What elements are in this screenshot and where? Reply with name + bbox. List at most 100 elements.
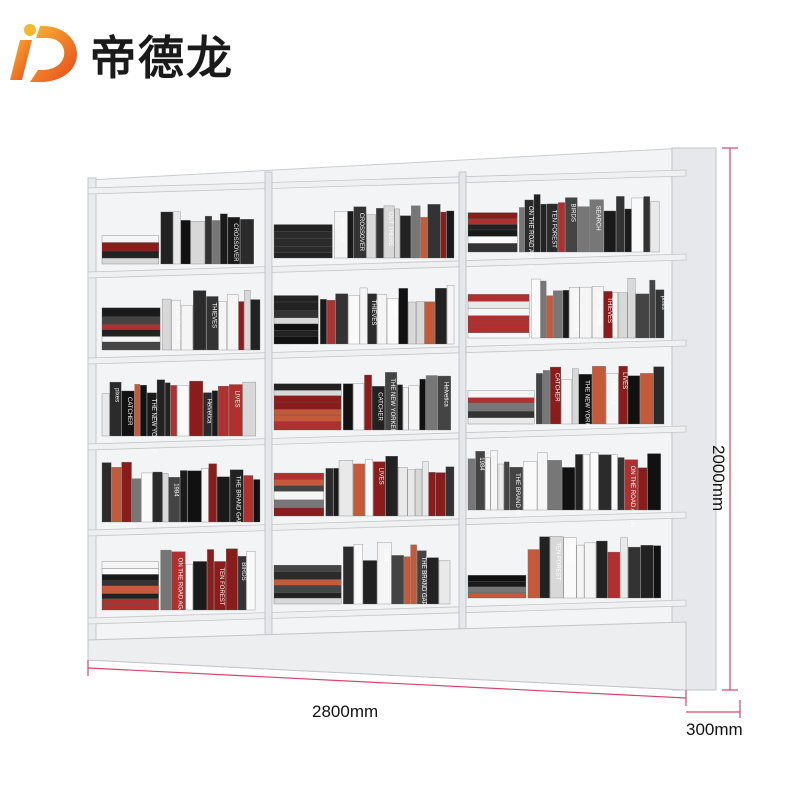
book-spine	[320, 299, 327, 345]
book-spine	[546, 203, 558, 253]
book-spine	[540, 203, 547, 253]
book-spine	[424, 301, 435, 345]
book-spine	[160, 211, 174, 265]
stacked-book	[273, 245, 333, 253]
book-spine	[207, 549, 214, 611]
stacked-book	[273, 237, 333, 247]
book-spine	[242, 381, 257, 437]
book-spine	[411, 205, 421, 259]
book-spine	[575, 454, 583, 511]
book-spine	[161, 298, 172, 351]
book-group: LIVES	[273, 456, 455, 517]
book-spine	[643, 196, 651, 253]
book-title: THE NEW YORKER	[389, 378, 395, 433]
shelf-divider	[458, 171, 467, 657]
book-spine	[325, 468, 334, 517]
book-spine	[193, 561, 207, 611]
book-spine	[427, 204, 441, 259]
book-title: TEN FOREST	[218, 567, 224, 605]
stacked-book	[467, 397, 535, 403]
book-spine	[577, 206, 590, 253]
stacked-book	[273, 317, 319, 325]
book-spine	[376, 294, 387, 345]
stacked-book	[273, 414, 342, 422]
stacked-book	[101, 585, 159, 594]
width-dimension-label: 2800mm	[312, 702, 379, 721]
book-title: BIRDS	[569, 204, 575, 222]
book-spine	[576, 544, 585, 599]
book-spine	[550, 366, 562, 425]
book-spine	[519, 207, 525, 253]
book-spine	[562, 290, 570, 339]
book-title: THE NEW YORKER	[583, 380, 589, 435]
book-spine	[397, 384, 403, 431]
stacked-book	[467, 315, 530, 325]
book-spine	[353, 544, 363, 605]
book-spine	[584, 542, 597, 599]
book-spine	[467, 458, 476, 511]
book-title: CATCHER	[126, 397, 132, 426]
stacked-book	[101, 329, 161, 337]
book-title: TEN FOREST	[555, 542, 561, 580]
book-spine	[592, 286, 604, 339]
book-spine	[383, 205, 395, 259]
book-spine	[503, 461, 510, 511]
book-title: ON THE ROAD AGAIN	[177, 558, 183, 620]
book-spine	[536, 373, 543, 425]
book-title: OUT THERE	[387, 212, 393, 246]
book-spine	[367, 293, 377, 345]
stacked-book	[467, 243, 518, 253]
book-title: THE NEW YORKER	[150, 399, 156, 454]
stacked-book	[273, 224, 333, 232]
book-spine	[371, 386, 385, 431]
book-title: OUT THERE	[174, 306, 180, 340]
book-spine	[204, 215, 212, 265]
book-spine	[533, 194, 541, 253]
book-spine	[162, 473, 169, 523]
book-spine	[607, 551, 621, 599]
book-spine	[111, 467, 122, 523]
stacked-book	[101, 242, 159, 252]
book-spine	[220, 213, 228, 265]
book-spine	[402, 387, 409, 431]
stacked-book	[273, 390, 342, 396]
stacked-book	[273, 472, 324, 480]
book-spine	[326, 300, 336, 345]
book-title: THE BRAND GAP	[235, 476, 241, 525]
book-spine	[509, 467, 523, 511]
book-spine	[121, 390, 135, 437]
stacked-book	[101, 235, 159, 243]
book-spine	[438, 560, 451, 605]
stacked-book	[273, 295, 319, 303]
stacked-book	[467, 229, 518, 237]
book-title: LIVES	[621, 372, 627, 389]
book-spine	[225, 548, 238, 611]
book-spine	[240, 219, 254, 265]
book-spine	[227, 217, 241, 265]
book-spine	[208, 463, 217, 523]
book-spine	[398, 288, 409, 345]
stacked-book	[467, 332, 530, 339]
book-spine	[140, 384, 147, 437]
book-spine	[422, 461, 429, 517]
book-spine	[385, 456, 398, 517]
stacked-book	[101, 598, 159, 605]
book-spine	[353, 383, 365, 431]
book-title: Helvetica	[610, 380, 616, 405]
book-title: 1984	[478, 457, 484, 471]
book-title: LIVES	[377, 468, 383, 485]
stacked-book	[101, 580, 159, 586]
book-title: BIRDS	[568, 544, 574, 562]
book-title: pixes	[660, 296, 666, 310]
stacked-book	[273, 564, 342, 572]
book-title: LIVES	[234, 390, 240, 407]
book-spine	[627, 278, 636, 339]
stacked-book	[273, 310, 319, 319]
stacked-book	[273, 592, 342, 599]
